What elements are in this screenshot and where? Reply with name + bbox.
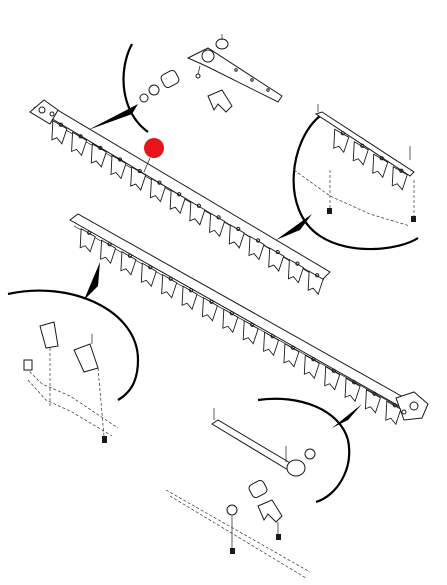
sickle-section bbox=[352, 140, 369, 166]
rivet bbox=[290, 345, 296, 350]
rivet bbox=[148, 265, 153, 270]
sickle-section bbox=[283, 342, 300, 368]
rivet bbox=[137, 168, 142, 174]
rivet bbox=[196, 203, 201, 208]
knife-head-detail-bottom[interactable] bbox=[165, 408, 316, 579]
lower-sickle-bar[interactable] bbox=[69, 213, 429, 426]
sickle-section bbox=[181, 285, 198, 311]
sickle-section bbox=[385, 400, 402, 426]
sickle-section bbox=[209, 212, 226, 238]
rivet bbox=[315, 273, 320, 278]
rivet bbox=[78, 134, 83, 139]
rivet bbox=[392, 403, 397, 408]
sickle-section bbox=[140, 262, 157, 288]
rivet bbox=[331, 368, 336, 373]
sickle-section bbox=[364, 388, 381, 414]
rivet bbox=[295, 261, 300, 266]
rivet bbox=[372, 391, 377, 396]
sickle-section bbox=[391, 165, 408, 191]
knife-head-detail-top[interactable] bbox=[139, 34, 283, 113]
sickle-section bbox=[344, 377, 361, 403]
rivet bbox=[188, 288, 194, 293]
sickle-section bbox=[71, 131, 88, 157]
sickle-section bbox=[189, 201, 206, 226]
sickle-section bbox=[333, 128, 350, 154]
sickle-section bbox=[324, 365, 341, 391]
sickle-section bbox=[222, 308, 239, 334]
sickle-section bbox=[100, 239, 117, 265]
upper-sickle-bar[interactable] bbox=[29, 99, 331, 296]
callout-arc-bottom bbox=[257, 397, 362, 504]
sickle-section bbox=[169, 189, 186, 215]
rivet bbox=[275, 249, 280, 255]
sickle-section bbox=[51, 120, 68, 145]
rivet bbox=[340, 131, 345, 136]
rivet bbox=[229, 311, 234, 316]
sickle-section bbox=[242, 319, 259, 345]
callout-arc-left bbox=[7, 262, 140, 401]
rivet bbox=[255, 238, 261, 243]
rivet bbox=[360, 143, 365, 148]
rivet bbox=[399, 168, 404, 173]
callout-arc-right bbox=[276, 115, 419, 251]
rivet bbox=[216, 215, 221, 220]
rivet bbox=[351, 380, 357, 385]
rivet bbox=[127, 253, 133, 258]
rivet bbox=[157, 180, 162, 185]
rivet bbox=[107, 242, 112, 247]
sickle-section bbox=[303, 354, 320, 380]
rivet bbox=[87, 230, 92, 235]
guard-detail-left[interactable] bbox=[23, 321, 119, 443]
sickle-section bbox=[268, 247, 285, 272]
rivet bbox=[379, 156, 384, 161]
sickle-section bbox=[228, 224, 245, 249]
rivet bbox=[270, 334, 275, 339]
rivet bbox=[58, 122, 63, 127]
callout-arc-top bbox=[88, 43, 149, 133]
sickle-section bbox=[79, 227, 96, 253]
sickle-section bbox=[90, 143, 107, 168]
sickle-section bbox=[120, 250, 137, 276]
sickle-section bbox=[149, 177, 166, 203]
selected-point-marker[interactable] bbox=[143, 138, 164, 173]
sickle-section bbox=[287, 258, 304, 284]
rivet bbox=[168, 276, 173, 281]
sickle-section bbox=[201, 296, 218, 322]
rivet bbox=[177, 192, 182, 197]
sickle-section bbox=[372, 153, 389, 179]
sickle-section bbox=[248, 235, 265, 261]
rivet bbox=[98, 145, 103, 151]
sickle-section bbox=[110, 154, 127, 180]
sickle-section bbox=[130, 166, 147, 191]
sickle-section bbox=[161, 273, 178, 299]
section-bolt-detail-right[interactable] bbox=[293, 104, 416, 227]
rivet bbox=[236, 226, 241, 232]
rivet bbox=[311, 357, 316, 362]
rivet bbox=[117, 157, 123, 162]
sickle-section bbox=[263, 331, 280, 357]
rivet bbox=[209, 299, 214, 304]
sickle-section bbox=[307, 270, 324, 296]
rivet bbox=[250, 322, 255, 327]
